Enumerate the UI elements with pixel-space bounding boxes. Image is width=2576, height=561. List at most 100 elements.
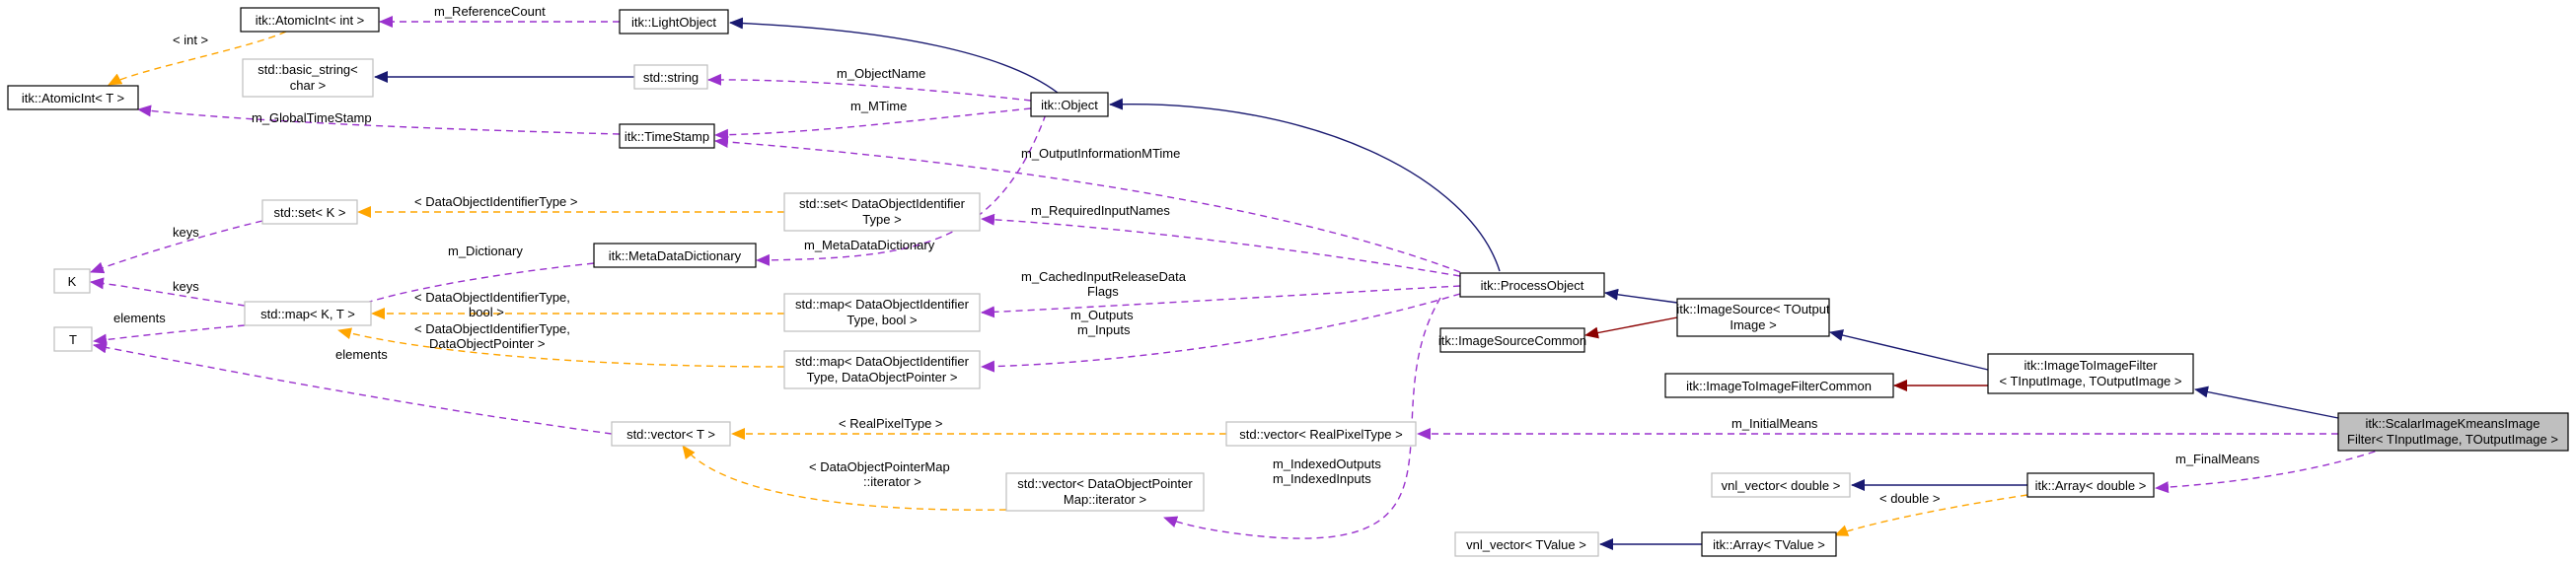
label-outputs: m_Outputs bbox=[1070, 308, 1134, 322]
edge-process-object-indexed-outputs-inputs bbox=[1163, 297, 1441, 539]
edge-time-stamp-global-time-stamp bbox=[137, 105, 621, 135]
node-atomic-int-int[interactable]: itk::AtomicInt< int > bbox=[240, 7, 380, 33]
label-double-template: < double > bbox=[1879, 491, 1940, 506]
label-inputs: m_Inputs bbox=[1077, 322, 1131, 337]
svg-text:itk::AtomicInt< int >: itk::AtomicInt< int > bbox=[256, 13, 365, 28]
svg-text:itk::ScalarImageKmeansImage: itk::ScalarImageKmeansImage bbox=[2365, 416, 2539, 431]
label-elements-vector: elements bbox=[335, 347, 388, 362]
node-atomic-int-t[interactable]: itk::AtomicInt< T > bbox=[7, 85, 139, 110]
node-process-object[interactable]: itk::ProcessObject bbox=[1459, 272, 1605, 298]
edge-map-kt-keys bbox=[90, 277, 246, 307]
edge-process-object-inherits-object bbox=[1109, 98, 1501, 272]
edge-image-source-protected-image-source-common bbox=[1584, 316, 1678, 339]
svg-text:itk::ImageSource< TOutput: itk::ImageSource< TOutput bbox=[1676, 302, 1830, 316]
label-indexed-inputs: m_IndexedInputs bbox=[1273, 471, 1371, 486]
label-meta-data-dictionary: m_MetaDataDictionary bbox=[804, 238, 935, 252]
node-map-kt[interactable]: std::map< K, T > bbox=[244, 301, 372, 326]
node-meta-data-dictionary[interactable]: itk::MetaDataDictionary bbox=[593, 243, 757, 268]
label-cached-input-release: m_CachedInputReleaseData bbox=[1021, 269, 1187, 284]
edge-set-k-keys bbox=[90, 220, 263, 274]
label-doid-ptr-template-2: DataObjectPointer > bbox=[429, 336, 545, 351]
edge-map-doid-ptr-template bbox=[337, 327, 785, 368]
svg-text:std::basic_string<: std::basic_string< bbox=[258, 62, 358, 77]
svg-text:< TInputImage, TOutputImage >: < TInputImage, TOutputImage > bbox=[1999, 374, 2181, 388]
svg-text:itk::ImageSourceCommon: itk::ImageSourceCommon bbox=[1438, 333, 1586, 348]
node-array-double[interactable]: itk::Array< double > bbox=[2026, 472, 2155, 498]
node-set-k[interactable]: std::set< K > bbox=[261, 199, 358, 225]
label-doptr-iter-template-2: ::iterator > bbox=[863, 474, 921, 489]
edge-image-source-inherits-process-object bbox=[1604, 288, 1678, 304]
label-mtime: m_MTime bbox=[850, 99, 907, 113]
label-keys-map: keys bbox=[173, 279, 199, 294]
label-int-template: < int > bbox=[173, 33, 208, 47]
label-initial-means: m_InitialMeans bbox=[1731, 416, 1818, 431]
label-real-pixel-template: < RealPixelType > bbox=[839, 416, 943, 431]
edge-object-object-name bbox=[707, 73, 1032, 102]
edge-labels: m_ReferenceCount < int > m_ObjectName m_… bbox=[113, 4, 2260, 506]
edge-process-object-required-input-names bbox=[981, 213, 1461, 277]
label-doid-ptr-template: < DataObjectIdentifierType, bbox=[414, 321, 570, 336]
node-image-to-image-filter-common[interactable]: itk::ImageToImageFilterCommon bbox=[1664, 373, 1894, 398]
svg-text:Type >: Type > bbox=[862, 212, 901, 227]
node-set-doid[interactable]: std::set< DataObjectIdentifier Type > bbox=[783, 192, 981, 232]
label-required-input-names: m_RequiredInputNames bbox=[1031, 203, 1170, 218]
node-image-to-image-filter[interactable]: itk::ImageToImageFilter < TInputImage, T… bbox=[1987, 353, 2194, 394]
edge-process-object-cached-input-release bbox=[981, 285, 1461, 318]
svg-text:itk::ImageToImageFilter: itk::ImageToImageFilter bbox=[2024, 358, 2158, 373]
label-global-time-stamp: m_GlobalTimeStamp bbox=[252, 110, 372, 125]
label-doid-bool-template: < DataObjectIdentifierType, bbox=[414, 290, 570, 305]
node-k[interactable]: K bbox=[53, 268, 91, 294]
node-image-source[interactable]: itk::ImageSource< TOutput Image > bbox=[1676, 298, 1830, 337]
svg-text:itk::Array< TValue >: itk::Array< TValue > bbox=[1713, 537, 1825, 552]
node-scalar-kmeans-filter[interactable]: itk::ScalarImageKmeansImage Filter< TInp… bbox=[2337, 412, 2569, 452]
edge-map-kt-elements bbox=[93, 324, 246, 346]
node-time-stamp[interactable]: itk::TimeStamp bbox=[619, 123, 715, 149]
edge-vector-t-elements bbox=[93, 341, 613, 435]
svg-text:Type, DataObjectPointer >: Type, DataObjectPointer > bbox=[807, 370, 958, 385]
svg-text:K: K bbox=[68, 274, 77, 289]
svg-text:Filter< TInputImage, TOutputIm: Filter< TInputImage, TOutputImage > bbox=[2347, 432, 2558, 447]
svg-text:std::map< DataObjectIdentifier: std::map< DataObjectIdentifier bbox=[795, 354, 970, 369]
svg-text:std::string: std::string bbox=[643, 70, 699, 85]
svg-text:Type, bool >: Type, bool > bbox=[846, 313, 917, 327]
node-object[interactable]: itk::Object bbox=[1030, 92, 1109, 117]
svg-text:itk::Array< double >: itk::Array< double > bbox=[2035, 478, 2147, 493]
edge-vector-doptr-iter-template bbox=[682, 445, 1007, 511]
svg-text:itk::MetaDataDictionary: itk::MetaDataDictionary bbox=[609, 248, 742, 263]
node-map-doid-ptr[interactable]: std::map< DataObjectIdentifier Type, Dat… bbox=[783, 350, 981, 389]
node-light-object[interactable]: itk::LightObject bbox=[619, 9, 729, 35]
node-basic-string[interactable]: std::basic_string< char > bbox=[242, 58, 374, 98]
node-vnl-vector-tvalue[interactable]: vnl_vector< TValue > bbox=[1454, 531, 1599, 557]
node-vnl-vector-double[interactable]: vnl_vector< double > bbox=[1711, 472, 1851, 498]
node-map-doid-bool[interactable]: std::map< DataObjectIdentifier Type, boo… bbox=[783, 293, 981, 332]
svg-text:itk::ProcessObject: itk::ProcessObject bbox=[1481, 278, 1584, 293]
label-doptr-iter-template: < DataObjectPointerMap bbox=[809, 459, 950, 474]
edges bbox=[90, 16, 2398, 550]
edge-atomic-int-int-template bbox=[108, 31, 287, 86]
svg-text:std::map< DataObjectIdentifier: std::map< DataObjectIdentifier bbox=[795, 297, 970, 312]
svg-text:Image >: Image > bbox=[1730, 317, 1776, 332]
label-object-name: m_ObjectName bbox=[837, 66, 925, 81]
node-vector-real-pixel[interactable]: std::vector< RealPixelType > bbox=[1225, 421, 1417, 447]
svg-text:std::vector< RealPixelType >: std::vector< RealPixelType > bbox=[1239, 427, 1402, 442]
svg-text:vnl_vector< double >: vnl_vector< double > bbox=[1722, 478, 1841, 493]
edge-array-double-template bbox=[1834, 494, 2028, 536]
node-image-source-common[interactable]: itk::ImageSourceCommon bbox=[1438, 327, 1586, 353]
label-doid-bool-template-2: bool > bbox=[469, 305, 504, 319]
svg-text:char >: char > bbox=[290, 78, 327, 93]
svg-text:Map::iterator >: Map::iterator > bbox=[1064, 492, 1146, 507]
node-t[interactable]: T bbox=[53, 326, 93, 352]
label-output-information-mtime: m_OutputInformationMTime bbox=[1021, 146, 1180, 161]
svg-text:std::set< DataObjectIdentifier: std::set< DataObjectIdentifier bbox=[799, 196, 966, 211]
svg-text:itk::AtomicInt< T >: itk::AtomicInt< T > bbox=[22, 91, 124, 105]
label-cached-input-release-2: Flags bbox=[1087, 284, 1119, 299]
edge-object-inherits-light-object bbox=[729, 17, 1059, 94]
node-array-tvalue[interactable]: itk::Array< TValue > bbox=[1701, 531, 1837, 557]
edge-object-mtime bbox=[714, 107, 1032, 141]
nodes: itk::AtomicInt< int > itk::LightObject s… bbox=[7, 7, 2569, 557]
node-std-string[interactable]: std::string bbox=[633, 64, 708, 90]
label-final-means: m_FinalMeans bbox=[2175, 452, 2260, 466]
node-vector-t[interactable]: std::vector< T > bbox=[611, 421, 731, 447]
edge-scalar-kmeans-final-means bbox=[2155, 443, 2398, 494]
node-vector-doptr-iter[interactable]: std::vector< DataObjectPointer Map::iter… bbox=[1005, 472, 1205, 512]
